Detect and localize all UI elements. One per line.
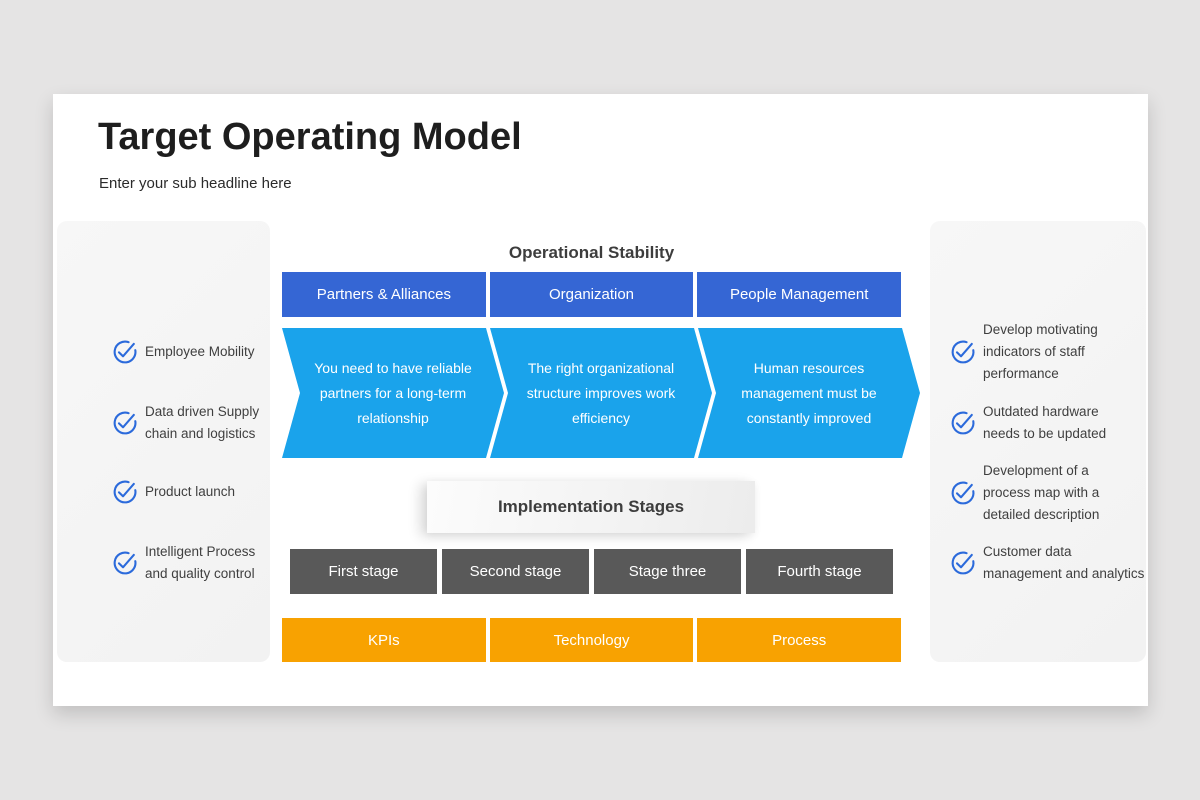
pillar-organization: Organization bbox=[489, 272, 694, 317]
left-panel: Employee Mobility Data driven Supply cha… bbox=[57, 221, 270, 662]
slide-subtitle: Enter your sub headline here bbox=[99, 175, 292, 192]
process-arrow-1-text: You need to have reliable partners for a… bbox=[314, 359, 472, 426]
right-panel-item: Development of a process map with a deta… bbox=[950, 460, 1099, 526]
right-panel-item: Develop motivating indicators of staff p… bbox=[950, 319, 1098, 385]
foundation-technology: Technology bbox=[489, 618, 694, 662]
left-panel-item-text: Data driven Supply chain and logistics bbox=[145, 404, 260, 441]
stage-fourth: Fourth stage bbox=[746, 549, 893, 594]
foundation-process: Process bbox=[697, 618, 902, 662]
process-arrow-3-text: Human resources management must be const… bbox=[741, 359, 877, 426]
process-arrow-3: Human resources management must be const… bbox=[698, 328, 920, 458]
left-panel-item-text: Employee Mobility bbox=[145, 344, 255, 359]
stage-first: First stage bbox=[290, 549, 437, 594]
right-panel: Develop motivating indicators of staff p… bbox=[930, 221, 1146, 662]
implementation-stages-heading: Implementation Stages bbox=[427, 481, 755, 533]
left-panel-item-text: Product launch bbox=[145, 484, 236, 499]
check-circle-icon bbox=[950, 480, 976, 506]
left-panel-item: Intelligent Process and quality control bbox=[112, 541, 255, 585]
process-arrow-1: You need to have reliable partners for a… bbox=[282, 328, 504, 458]
pillar-people-management: People Management bbox=[697, 272, 902, 317]
check-circle-icon bbox=[950, 550, 976, 576]
right-panel-item-text: Customer data management and analytics bbox=[983, 544, 1145, 581]
left-panel-item-text: Intelligent Process and quality control bbox=[145, 544, 256, 581]
foundation-kpis: KPIs bbox=[282, 618, 486, 662]
slide-title: Target Operating Model bbox=[98, 116, 522, 158]
left-panel-item: Data driven Supply chain and logistics bbox=[112, 401, 259, 445]
check-circle-icon bbox=[112, 479, 138, 505]
stage-second: Second stage bbox=[442, 549, 589, 594]
left-panel-item: Employee Mobility bbox=[112, 339, 255, 365]
right-panel-item: Customer data management and analytics bbox=[950, 541, 1144, 585]
process-arrow-2: The right organizational structure impro… bbox=[490, 328, 712, 458]
check-circle-icon bbox=[112, 339, 138, 365]
check-circle-icon bbox=[112, 550, 138, 576]
pillar-row: Partners & Alliances Organization People… bbox=[282, 272, 902, 317]
process-arrow-2-text: The right organizational structure impro… bbox=[526, 359, 676, 426]
process-arrow-flow: You need to have reliable partners for a… bbox=[282, 328, 942, 458]
right-panel-item: Outdated hardware needs to be updated bbox=[950, 401, 1106, 445]
right-panel-item-text: Development of a process map with a deta… bbox=[983, 463, 1100, 522]
check-circle-icon bbox=[112, 410, 138, 436]
check-circle-icon bbox=[950, 410, 976, 436]
pillar-partners-alliances: Partners & Alliances bbox=[282, 272, 486, 317]
left-panel-item: Product launch bbox=[112, 479, 235, 505]
slide-card: Target Operating Model Enter your sub he… bbox=[53, 94, 1148, 706]
right-panel-item-text: Outdated hardware needs to be updated bbox=[983, 404, 1107, 441]
stage-three: Stage three bbox=[594, 549, 741, 594]
operational-stability-heading: Operational Stability bbox=[508, 243, 675, 262]
check-circle-icon bbox=[950, 339, 976, 365]
foundation-row: KPIs Technology Process bbox=[282, 618, 902, 662]
implementation-stages-label: Implementation Stages bbox=[497, 497, 685, 516]
stage-row: First stage Second stage Stage three Fou… bbox=[290, 549, 893, 594]
right-panel-item-text: Develop motivating indicators of staff p… bbox=[983, 322, 1098, 381]
